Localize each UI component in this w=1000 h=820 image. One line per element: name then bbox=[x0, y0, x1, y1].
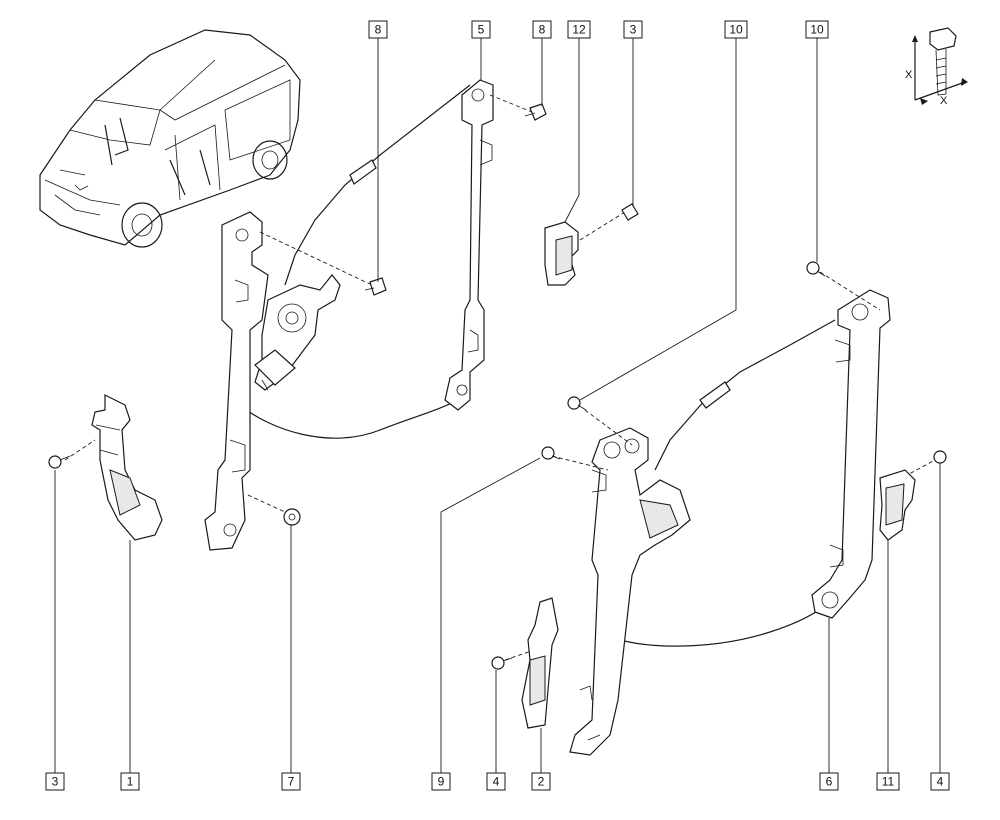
callout-4-right: 4 bbox=[930, 772, 950, 791]
callout-3-bottom: 3 bbox=[45, 772, 65, 791]
callout-label: 4 bbox=[493, 775, 500, 789]
callout-12: 12 bbox=[567, 20, 591, 39]
callout-8-top-left: 8 bbox=[368, 20, 388, 39]
callout-label: 12 bbox=[572, 23, 586, 37]
bracket-1 bbox=[48, 394, 163, 541]
screw-7 bbox=[283, 508, 301, 526]
vehicle-illustration bbox=[39, 29, 301, 248]
axis-x-right-label: X bbox=[940, 95, 948, 107]
screw-3-upper bbox=[621, 203, 639, 221]
callout-1: 1 bbox=[120, 772, 140, 791]
leader-lines bbox=[54, 38, 941, 773]
callout-7: 7 bbox=[281, 772, 301, 791]
screw-8-upper bbox=[524, 103, 547, 121]
bolt-axis-legend: X X bbox=[905, 27, 968, 107]
callout-label: 3 bbox=[52, 775, 59, 789]
callout-10-top-right: 10 bbox=[805, 20, 829, 39]
callout-label: 2 bbox=[538, 775, 545, 789]
callout-10-top-left: 10 bbox=[724, 20, 748, 39]
left-window-regulator bbox=[204, 79, 547, 551]
callout-label: 7 bbox=[288, 775, 295, 789]
screw-4-left bbox=[491, 656, 513, 670]
screw-3-left bbox=[48, 455, 71, 469]
callout-5: 5 bbox=[471, 20, 491, 39]
callout-label: 10 bbox=[810, 23, 824, 37]
screw-9 bbox=[541, 446, 561, 460]
callout-8-top-right: 8 bbox=[532, 20, 552, 39]
callout-2: 2 bbox=[531, 772, 551, 791]
callout-label: 4 bbox=[937, 775, 944, 789]
screw-8-lower bbox=[364, 277, 387, 296]
callout-label: 3 bbox=[630, 23, 637, 37]
callout-label: 9 bbox=[438, 775, 445, 789]
clip-11 bbox=[879, 469, 916, 541]
callout-label: 5 bbox=[478, 23, 485, 37]
right-window-regulator bbox=[491, 261, 947, 756]
callout-9: 9 bbox=[431, 772, 451, 791]
callout-4-left: 4 bbox=[486, 772, 506, 791]
callout-label: 10 bbox=[729, 23, 743, 37]
clip-12 bbox=[544, 203, 639, 286]
screw-10-left bbox=[567, 396, 587, 411]
callout-label: 6 bbox=[826, 775, 833, 789]
bracket-2 bbox=[521, 597, 559, 729]
axis-x-left-label: X bbox=[905, 69, 913, 81]
callout-label: 11 bbox=[882, 775, 895, 789]
screw-10-right bbox=[806, 261, 826, 277]
callout-11: 11 bbox=[876, 772, 900, 791]
callout-label: 8 bbox=[375, 23, 382, 37]
callout-label: 8 bbox=[539, 23, 546, 37]
callout-3-top: 3 bbox=[623, 20, 643, 39]
callout-label: 1 bbox=[127, 775, 134, 789]
screw-4-right bbox=[933, 450, 947, 464]
callout-6: 6 bbox=[819, 772, 839, 791]
